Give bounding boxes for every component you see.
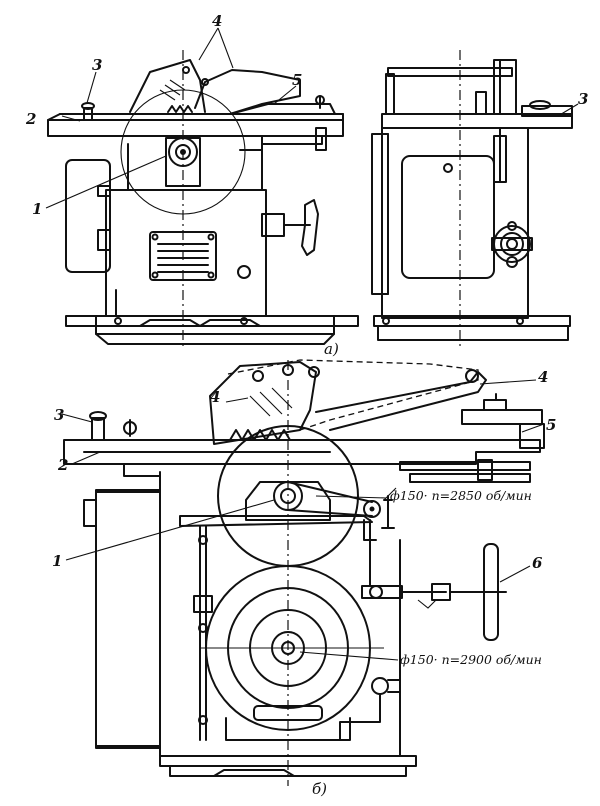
callout-4-b-right: 4: [538, 368, 548, 386]
callout-3-a: 3: [92, 56, 102, 74]
motor-pulley-annotation: ф150· n=2900 об/мин: [400, 652, 542, 667]
saw-pulley-annotation: ф150· n=2850 об/мин: [390, 488, 532, 503]
callout-4-b-left: 4: [210, 388, 220, 406]
view-b-main: [63, 359, 545, 786]
callout-6-b: 6: [532, 554, 543, 572]
callout-1-b: 1: [52, 552, 62, 570]
view-a-side: [371, 50, 573, 350]
callout-3-b: 3: [54, 406, 64, 424]
caption-view-b: б): [312, 780, 327, 798]
view-a-front: [47, 50, 359, 350]
callout-3-a-side: 3: [578, 90, 588, 108]
callout-2-a: 2: [25, 110, 36, 128]
callout-2-b: 2: [57, 456, 68, 474]
callout-5-b: 5: [546, 416, 556, 434]
callout-4-a: 4: [212, 12, 222, 30]
leader-lines: [45, 27, 579, 661]
caption-view-a: a): [324, 340, 339, 358]
callout-1-a: 1: [32, 200, 42, 218]
callout-5-a: 5: [292, 71, 302, 89]
